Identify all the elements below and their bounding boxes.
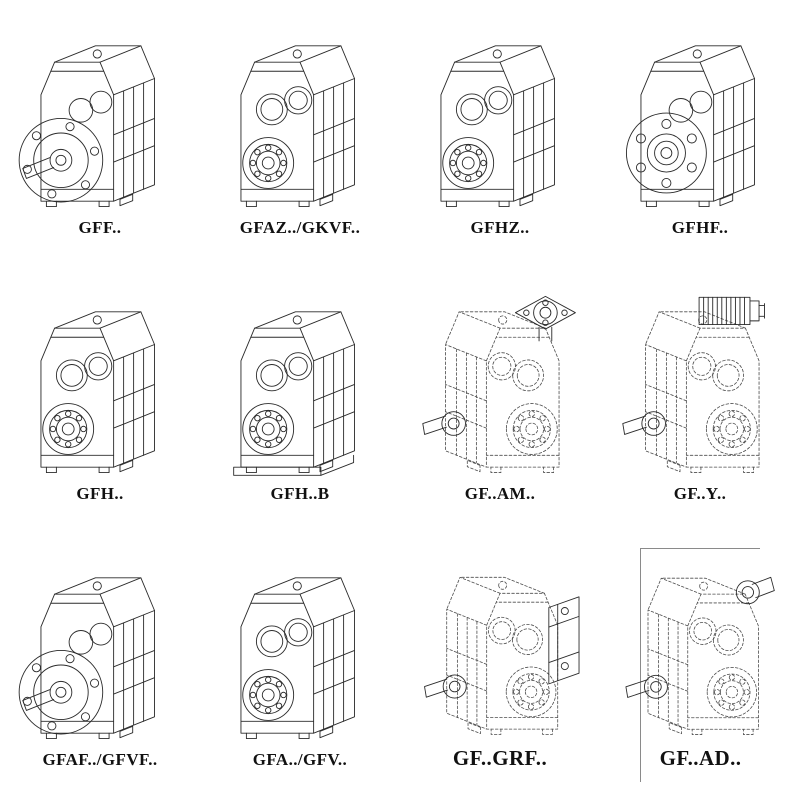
gearbox-drawing-gfaz-gkvf: [240, 45, 355, 208]
gearbox-drawing-gf-ad: [624, 576, 775, 735]
model-label: GFAF../GFVF..: [42, 750, 158, 770]
gearbox-drawing-gf-am: [422, 295, 576, 474]
model-label: GFHZ..: [470, 218, 530, 238]
gearbox-drawing-gfh: [40, 311, 155, 474]
gearbox-drawing-gfh-b: [233, 311, 355, 476]
model-label: GFAZ../GKVF..: [239, 218, 361, 238]
gearbox-drawing-gfaf-gfvf: [18, 577, 155, 740]
gearbox-drawing-gfa-gfv: [240, 577, 355, 740]
model-label: GFHF..: [671, 218, 729, 238]
gearbox-cell-gfaz-gkvf: GFAZ../GKVF..: [240, 16, 360, 250]
gearbox-cell-gfhf: GFHF..: [625, 16, 760, 250]
gearbox-drawing-gfhz: [440, 45, 555, 208]
gearbox-cell-gf-am: GF..AM..: [422, 282, 576, 516]
gearbox-drawing-gff: [18, 45, 155, 208]
gearbox-cell-gfh-b: GFH..B: [233, 282, 360, 516]
model-label: GF..AM..: [464, 484, 536, 504]
gearbox-cell-gfh: GFH..: [40, 282, 160, 516]
gearbox-cell-gf-ad: GF..AD..: [624, 548, 775, 782]
model-label: GF..Y..: [673, 484, 727, 504]
gearbox-cell-gff: GFF..: [18, 16, 160, 250]
model-label: GF..GRF..: [452, 745, 548, 770]
model-label: GFA../GFV..: [252, 750, 348, 770]
gearbox-drawing-gf-grf: [424, 576, 580, 735]
model-label: GFH..: [76, 484, 124, 504]
gearbox-drawing-gf-y: [622, 296, 765, 474]
gearbox-cell-gfa-gfv: GFA../GFV..: [240, 548, 360, 782]
gearbox-cell-gf-grf: GF..GRF..: [424, 548, 580, 782]
gearbox-cell-gf-y: GF..Y..: [622, 282, 765, 516]
gearbox-cell-gfhz: GFHZ..: [440, 16, 560, 250]
gearbox-cell-gfaf-gfvf: GFAF../GFVF..: [18, 548, 160, 782]
model-label: GFH..B: [270, 484, 330, 504]
model-label: GF..AD..: [659, 745, 742, 770]
model-label: GFF..: [78, 218, 122, 238]
gearbox-drawing-gfhf: [625, 45, 755, 208]
